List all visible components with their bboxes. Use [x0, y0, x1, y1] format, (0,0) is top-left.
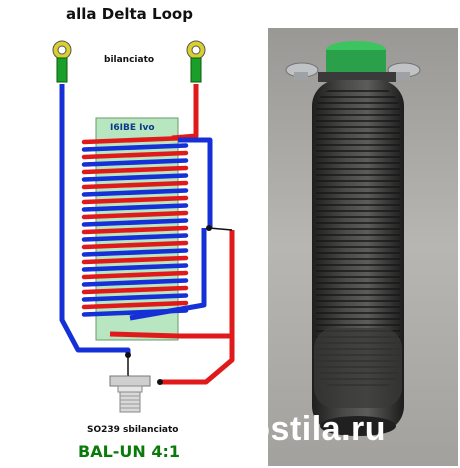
- coil-turn: [81, 225, 189, 235]
- coil-bottom: [320, 416, 396, 436]
- coil-turn: [81, 218, 189, 227]
- coil-turn: [81, 240, 189, 250]
- coil-turn: [81, 150, 189, 160]
- right-terminal-lug: [186, 40, 206, 83]
- coil-turn: [81, 158, 189, 167]
- balanced-label: bilanciato: [104, 55, 155, 65]
- so239-connector: [109, 375, 151, 413]
- coil-turn: [81, 263, 189, 272]
- coil-turn: [81, 173, 189, 182]
- coil-turn: [81, 180, 189, 190]
- red-connector-wire: [160, 336, 235, 385]
- core-label: I6IBE Ivo: [110, 123, 155, 133]
- coil-turn: [81, 233, 189, 242]
- blue-feed-wire: [59, 84, 131, 355]
- watermark: postila.ru: [228, 410, 387, 448]
- wing-nut-left: [285, 62, 319, 80]
- left-terminal-lug: [52, 40, 72, 83]
- coil-turn: [81, 203, 189, 212]
- coil-turn: [81, 300, 189, 310]
- blue-return-wire: [178, 137, 213, 228]
- balun-ratio-label: BAL-UN 4:1: [78, 442, 181, 461]
- coil-turn: [81, 255, 189, 265]
- balun-photo: [268, 28, 458, 466]
- junction-dot: [157, 379, 163, 385]
- ground-link: [127, 355, 131, 379]
- coil-turns: [316, 88, 400, 388]
- unbalanced-label: SO239 sbilanciato: [87, 425, 179, 435]
- coil-turn: [81, 195, 189, 205]
- coil-turn: [81, 188, 189, 197]
- coil-turn: [81, 270, 189, 280]
- coil-turn: [81, 210, 189, 220]
- blue-bottom-wire: [129, 228, 207, 321]
- coil-turn: [81, 285, 189, 295]
- diagram-title: alla Delta Loop: [66, 5, 193, 23]
- coil-turn: [81, 165, 189, 175]
- coil-turn: [81, 293, 189, 302]
- junction-link: [208, 227, 233, 231]
- coil-turn: [81, 248, 189, 257]
- tape-wrap: [314, 328, 402, 408]
- coil-turn: [81, 278, 189, 287]
- red-bottom-wire: [109, 230, 235, 339]
- coil-turn: [81, 135, 189, 145]
- coil-turn: [81, 143, 189, 152]
